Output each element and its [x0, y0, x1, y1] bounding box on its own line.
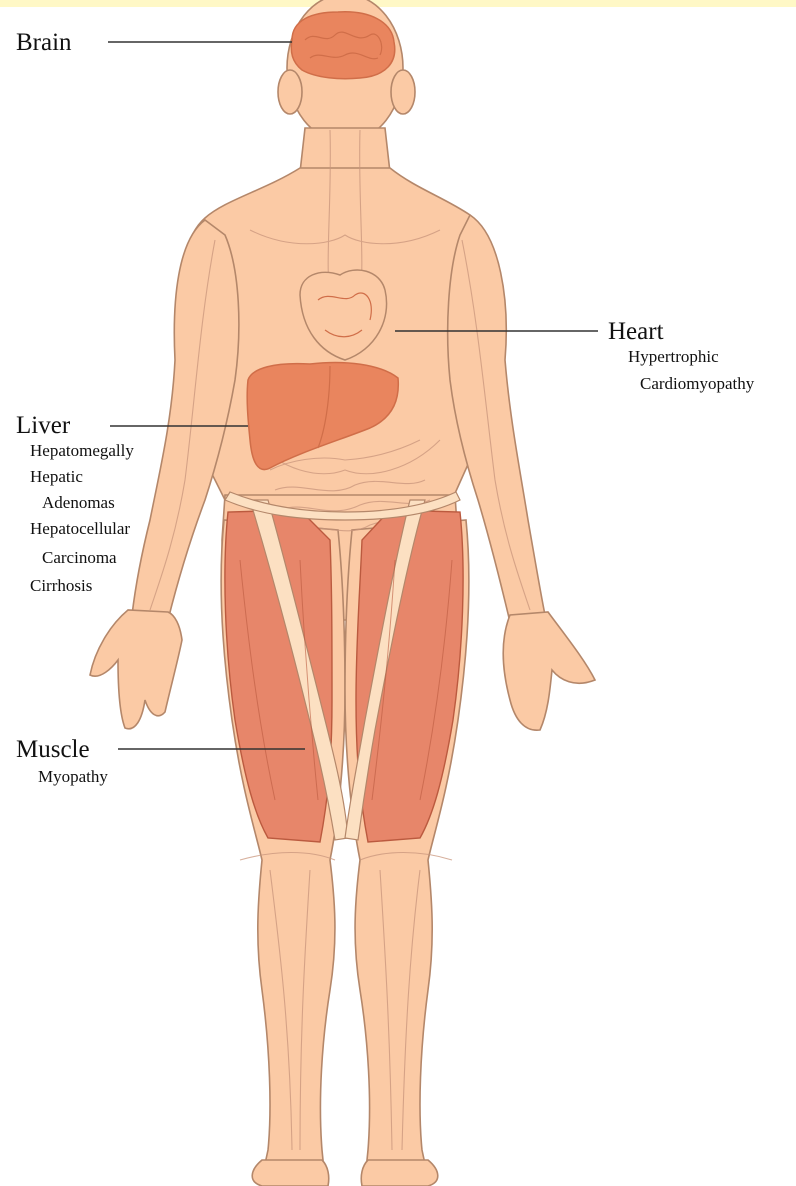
heart-condition-cardiomyopathy: Cardiomyopathy [640, 375, 754, 392]
brain-label: Brain [16, 30, 72, 55]
brain-organ [291, 12, 394, 79]
right-foot [361, 1160, 438, 1186]
liver-condition-hepatocellular: Hepatocellular [30, 520, 130, 537]
muscle-condition-myopathy: Myopathy [38, 768, 108, 785]
liver-label: Liver [16, 413, 70, 438]
left-ear [278, 70, 302, 114]
liver-condition-hepatic: Hepatic [30, 468, 83, 485]
liver-condition-cirrhosis: Cirrhosis [30, 577, 92, 594]
left-hand [90, 610, 182, 729]
liver-condition-carcinoma: Carcinoma [42, 549, 117, 566]
body-silhouette [90, 0, 595, 1186]
right-hand [503, 612, 595, 730]
right-ear [391, 70, 415, 114]
left-foot [252, 1160, 329, 1186]
heart-label: Heart [608, 319, 664, 344]
liver-condition-hepatomegally: Hepatomegally [30, 442, 134, 459]
heart-condition-hypertrophic: Hypertrophic [628, 348, 719, 365]
liver-condition-adenomas: Adenomas [42, 494, 115, 511]
muscle-label: Muscle [16, 737, 90, 762]
